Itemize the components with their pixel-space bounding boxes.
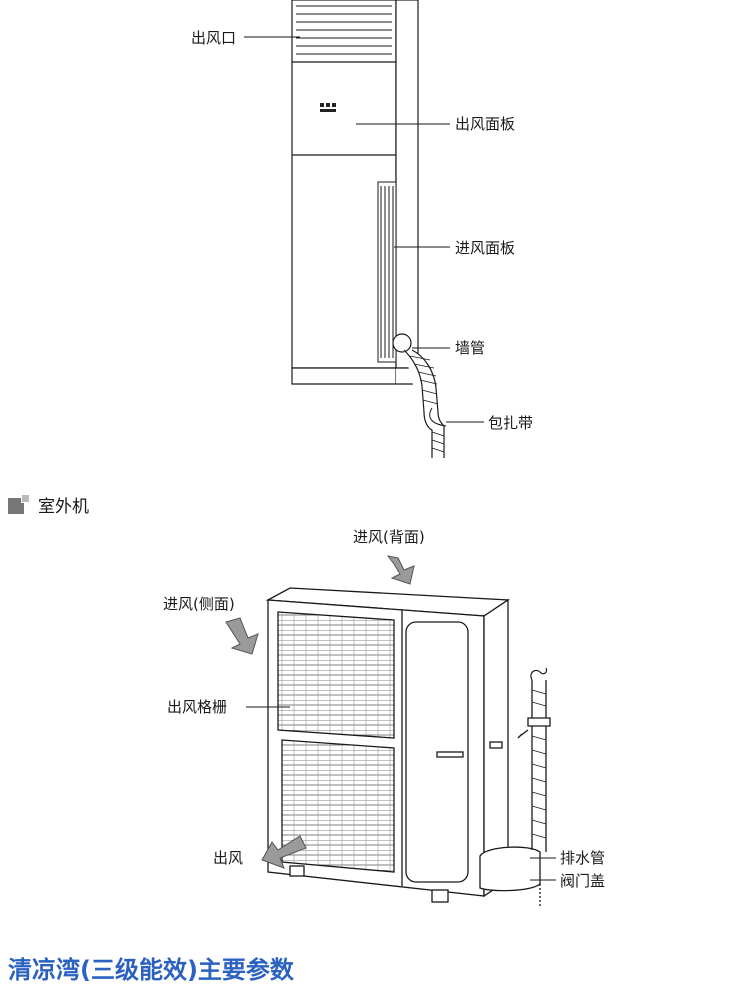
label-inlet-back: 进风(背面) bbox=[353, 528, 425, 546]
indoor-side-panel bbox=[395, 0, 419, 369]
label-inlet-side: 进风(侧面) bbox=[163, 595, 235, 613]
drain-pipe bbox=[531, 680, 547, 852]
label-outlet: 出风口 bbox=[191, 29, 236, 47]
label-outlet-grille: 出风格栅 bbox=[167, 698, 227, 716]
display-panel bbox=[320, 103, 336, 112]
label-outlet-panel: 出风面板 bbox=[455, 115, 515, 133]
outlet-louvres bbox=[296, 5, 392, 55]
arrow-inlet-back bbox=[386, 555, 415, 585]
label-wall-pipe: 墙管 bbox=[455, 339, 485, 357]
hose-wrap bbox=[409, 355, 445, 453]
door-handle bbox=[436, 751, 464, 758]
inlet-slots bbox=[377, 181, 397, 363]
outlet-grille-lower bbox=[281, 739, 395, 873]
section-square-icon bbox=[8, 494, 30, 514]
arrow-inlet-side bbox=[225, 617, 259, 655]
section-header-outdoor: 室外机 bbox=[8, 492, 89, 517]
indoor-leaders bbox=[244, 36, 484, 423]
drain-wrap bbox=[531, 689, 547, 839]
parameters-heading: 清凉湾(三级能效)主要参数 bbox=[8, 956, 294, 984]
label-valve-cover: 阀门盖 bbox=[560, 872, 605, 890]
label-drain-pipe: 排水管 bbox=[560, 849, 605, 867]
outlet-grille-upper bbox=[277, 611, 395, 739]
valve-cover bbox=[479, 846, 541, 892]
section-title: 室外机 bbox=[38, 496, 89, 517]
indoor-base bbox=[291, 367, 397, 385]
outdoor-unit bbox=[265, 587, 551, 906]
label-outdoor-outlet: 出风 bbox=[213, 849, 243, 867]
foot-right bbox=[431, 889, 449, 903]
outdoor-leaders bbox=[246, 706, 556, 881]
foot-left bbox=[289, 865, 305, 877]
airflow-arrows bbox=[225, 555, 415, 869]
label-wrap-tape: 包扎带 bbox=[488, 414, 533, 432]
indoor-unit bbox=[291, 0, 447, 458]
arrow-outlet bbox=[261, 835, 307, 869]
label-inlet-panel: 进风面板 bbox=[455, 239, 515, 257]
wall-pipe bbox=[392, 333, 412, 353]
